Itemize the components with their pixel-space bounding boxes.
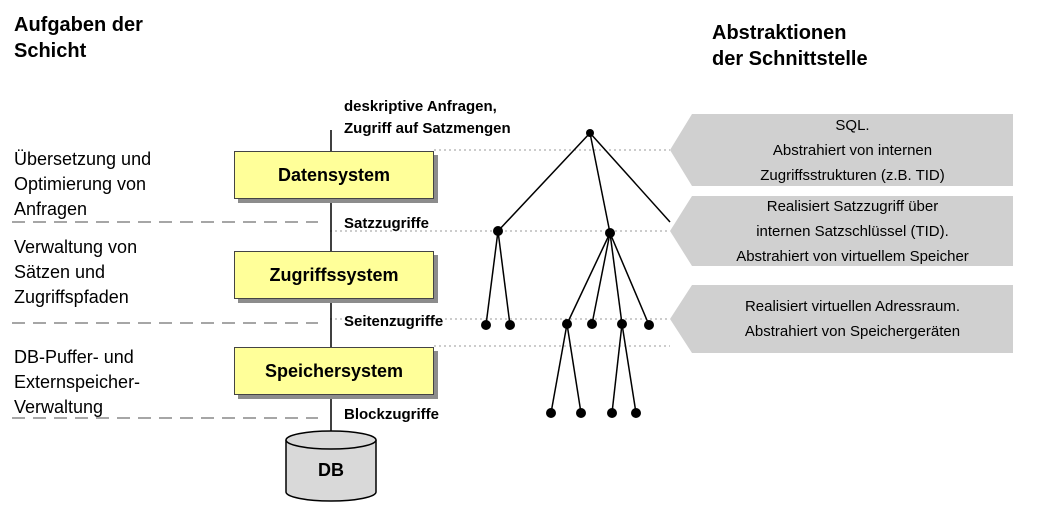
interface-label-top: deskriptive Anfragen, Zugriff auf Satzme… <box>344 98 511 137</box>
database-cylinder <box>285 430 377 502</box>
right-heading: Abstraktionen der Schnittstelle <box>712 22 868 70</box>
task-uebersetzung: Übersetzung und Optimierung von Anfragen <box>14 149 152 219</box>
access-tree <box>485 132 671 414</box>
layer-separators <box>12 221 318 419</box>
layer-zugriffssystem: Zugriffssystem <box>234 251 434 299</box>
task-verwaltung-saetze: Verwaltung von Sätzen und Zugriffspfaden <box>14 237 138 307</box>
left-heading: Aufgaben der Schicht <box>14 14 143 62</box>
layer-speichersystem: Speichersystem <box>234 347 434 395</box>
abstraction-arrow-1 <box>670 114 1013 186</box>
layer-datensystem: Datensystem <box>234 151 434 199</box>
interface-label-seitenzugriffe: Seitenzugriffe <box>344 313 444 330</box>
task-db-puffer: DB-Puffer- und Externspeicher- Verwaltun… <box>14 347 141 417</box>
abstraction-arrow-2 <box>670 196 1013 266</box>
abstraction-arrow-3 <box>670 285 1013 353</box>
abstraction-text-3: Realisiert virtuellen Adressraum. Abstra… <box>744 298 961 340</box>
interface-label-blockzugriffe: Blockzugriffe <box>344 406 440 423</box>
abstraction-text-2: Realisiert Satzzugriff über internen Sat… <box>736 197 969 265</box>
interface-label-satzzugriffe: Satzzugriffe <box>344 215 430 232</box>
database-label: DB <box>318 460 344 480</box>
abstraction-text-1: SQL. Abstrahiert von internen Zugriffsst… <box>760 116 945 184</box>
tree-nodes <box>481 129 654 418</box>
